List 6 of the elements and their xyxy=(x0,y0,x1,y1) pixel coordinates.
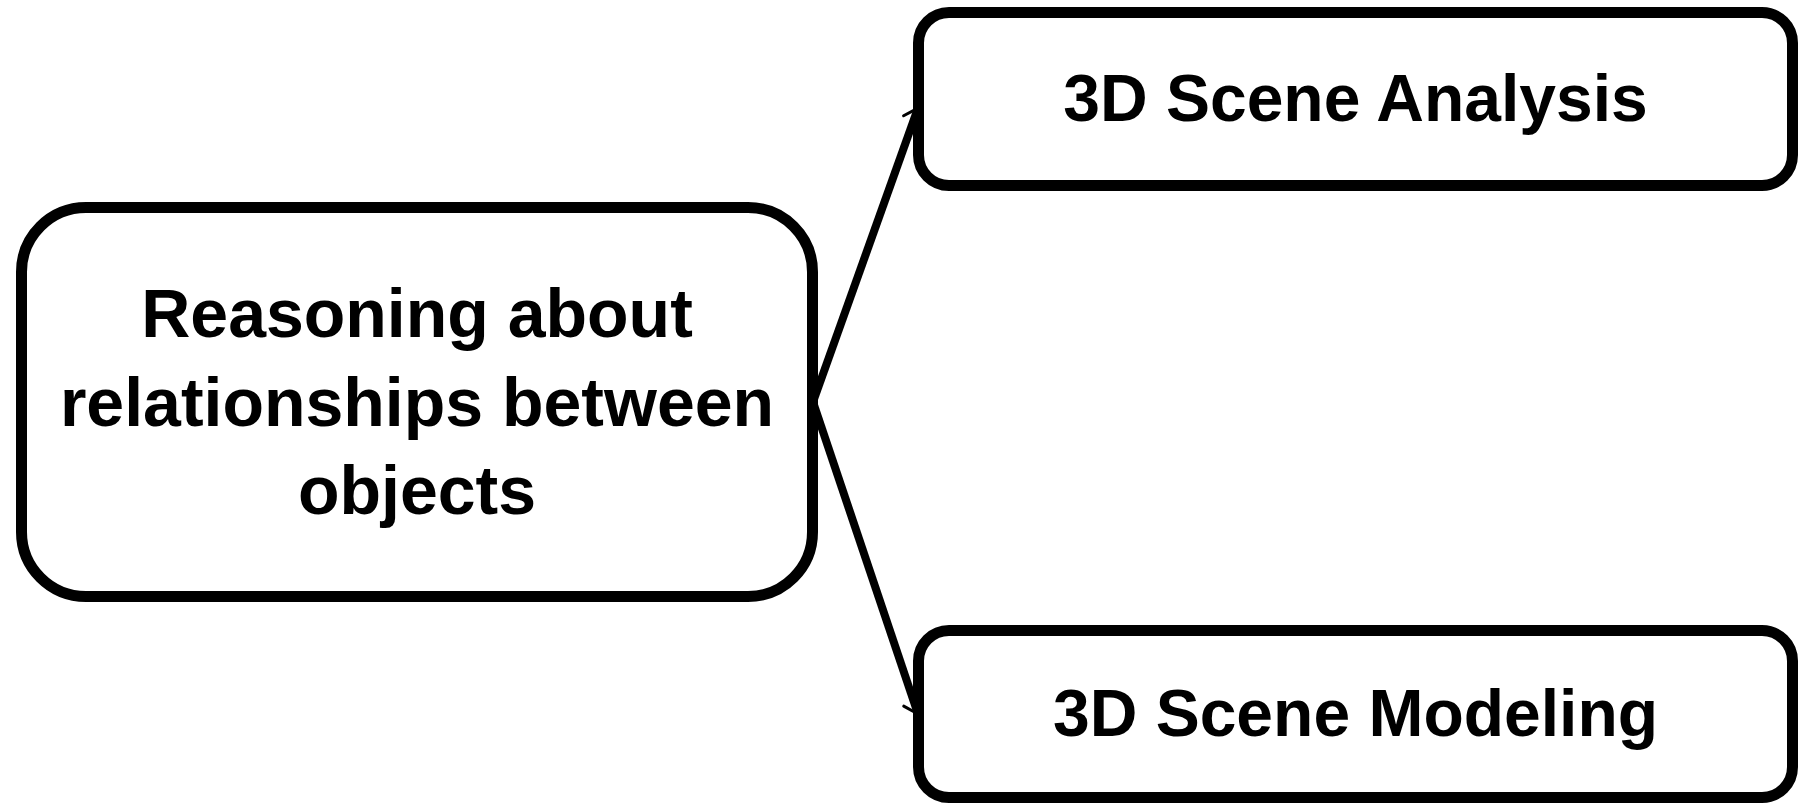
node-label: 3D Scene Analysis xyxy=(1062,60,1649,138)
rounded-box xyxy=(16,202,818,602)
rounded-box xyxy=(913,7,1798,191)
rounded-box xyxy=(913,625,1798,803)
node-label: 3D Scene Modeling xyxy=(1051,675,1660,753)
node-label: Reasoning about relationships between objects xyxy=(58,274,776,531)
